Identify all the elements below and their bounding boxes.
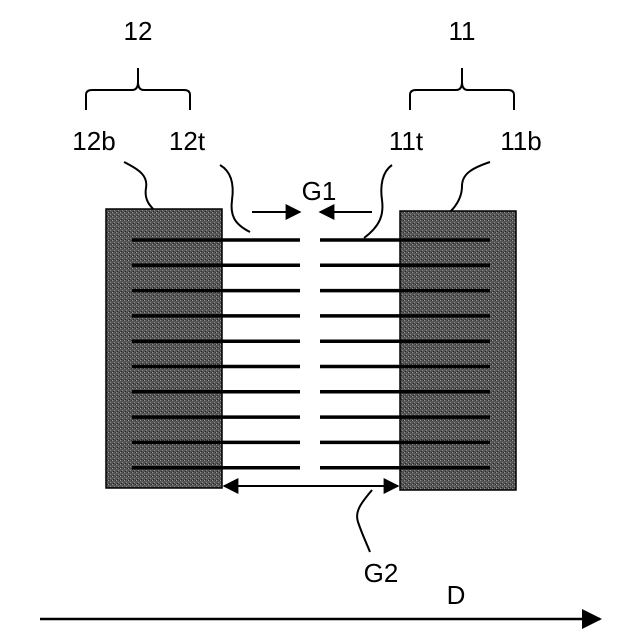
leader-11t [364,165,392,238]
label-11: 11 [449,16,476,46]
label-12b: 12b [72,126,115,156]
brace-12 [86,68,190,110]
label-12t: 12t [169,126,206,156]
leader-12t [220,165,250,232]
leader-12b [124,162,156,212]
label-11t: 11t [389,126,424,156]
label-11b: 11b [500,126,541,156]
label-12: 12 [124,16,153,46]
leader-g2 [357,490,372,552]
block-11-base [400,211,516,490]
block-12-base [106,209,222,488]
label-g2: G2 [364,558,399,588]
label-g1: G1 [302,176,337,206]
label-d: D [447,580,466,610]
leader-11b [450,162,490,212]
brace-11 [410,68,514,110]
